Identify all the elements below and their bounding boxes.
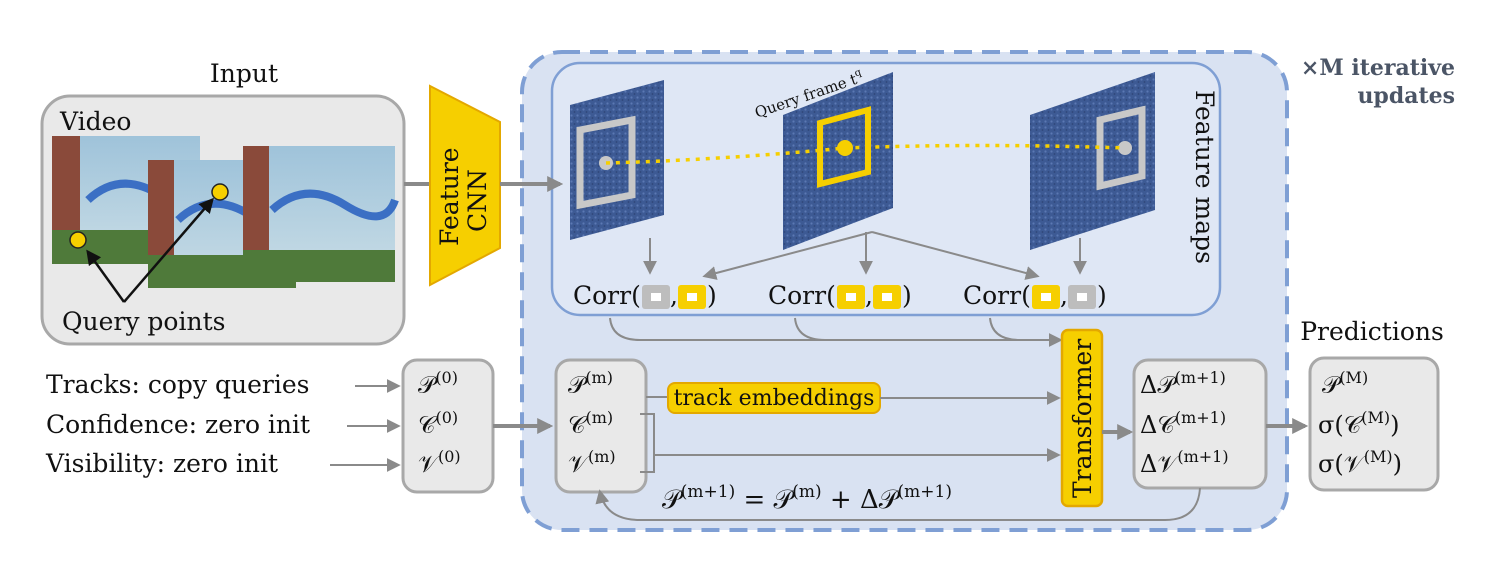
track-embeddings-label: track embeddings (674, 386, 875, 411)
svg-text:): ) (902, 281, 912, 310)
predictions-box (1308, 356, 1440, 492)
corr-right: Corr( , ) (963, 281, 1107, 310)
delta-p: Δ𝒫(m+1) (1140, 368, 1226, 399)
update-equation: 𝒫(m+1) = 𝒫(m) + Δ𝒫(m+1) (662, 482, 952, 515)
init-confidence-label: Confidence: zero init (46, 410, 310, 439)
delta-c: Δ𝒞(m+1) (1140, 408, 1226, 439)
transformer-block (1060, 328, 1104, 508)
svg-text:Corr(: Corr( (573, 281, 641, 310)
feature-cnn (429, 84, 501, 287)
transformer-label: Transformer (1068, 339, 1097, 498)
svg-text:,: , (1060, 281, 1068, 310)
corr-arrows (643, 231, 1087, 280)
video-frame-3 (243, 146, 399, 282)
feature-maps-label: Feature maps (1190, 90, 1219, 264)
cv-bracket (640, 413, 655, 473)
state-c: 𝒞(m) (568, 408, 613, 439)
pred-p: 𝒫(M) (1322, 368, 1368, 399)
pred-v: σ(𝒱(M)) (1318, 447, 1402, 478)
query-points-label: Query points (62, 307, 225, 336)
cnn-label-line2: CNN (463, 169, 492, 232)
video-label: Video (59, 107, 131, 136)
init-arrows (330, 379, 401, 472)
cnn-label-line1: Feature (435, 147, 464, 246)
svg-text:): ) (1097, 281, 1107, 310)
init-tracks-label: Tracks: copy queries (46, 370, 309, 399)
svg-text:,: , (865, 281, 873, 310)
feature-map-right (1030, 72, 1155, 250)
delta-v: Δ𝒱(m+1) (1140, 447, 1229, 478)
state-p: 𝒫(m) (568, 368, 613, 399)
iterative-label-line1: ×M iterative (1301, 55, 1455, 81)
track-trajectory (605, 143, 1126, 165)
svg-text:Corr(: Corr( (963, 281, 1031, 310)
query-point-arrows (86, 197, 214, 303)
svg-text:Corr(: Corr( (768, 281, 836, 310)
corr-middle: Corr( , ) (768, 281, 912, 310)
corr-to-transformer-arrows (609, 317, 1063, 347)
predictions-title: Predictions (1300, 317, 1444, 346)
input-title: Input (210, 59, 278, 88)
corr-left: Corr( , ) (573, 281, 717, 310)
update-feedback-arrow (595, 487, 1201, 521)
svg-text:,: , (670, 281, 678, 310)
init-p: 𝒫(0) (418, 368, 458, 399)
svg-text:): ) (707, 281, 717, 310)
feature-map-left (570, 80, 664, 240)
pred-c: σ(𝒞(M)) (1318, 408, 1400, 439)
init-c: 𝒞(0) (418, 408, 458, 439)
iterative-label-line2: updates (1357, 83, 1455, 109)
init-visibility-label: Visibility: zero init (45, 449, 278, 478)
